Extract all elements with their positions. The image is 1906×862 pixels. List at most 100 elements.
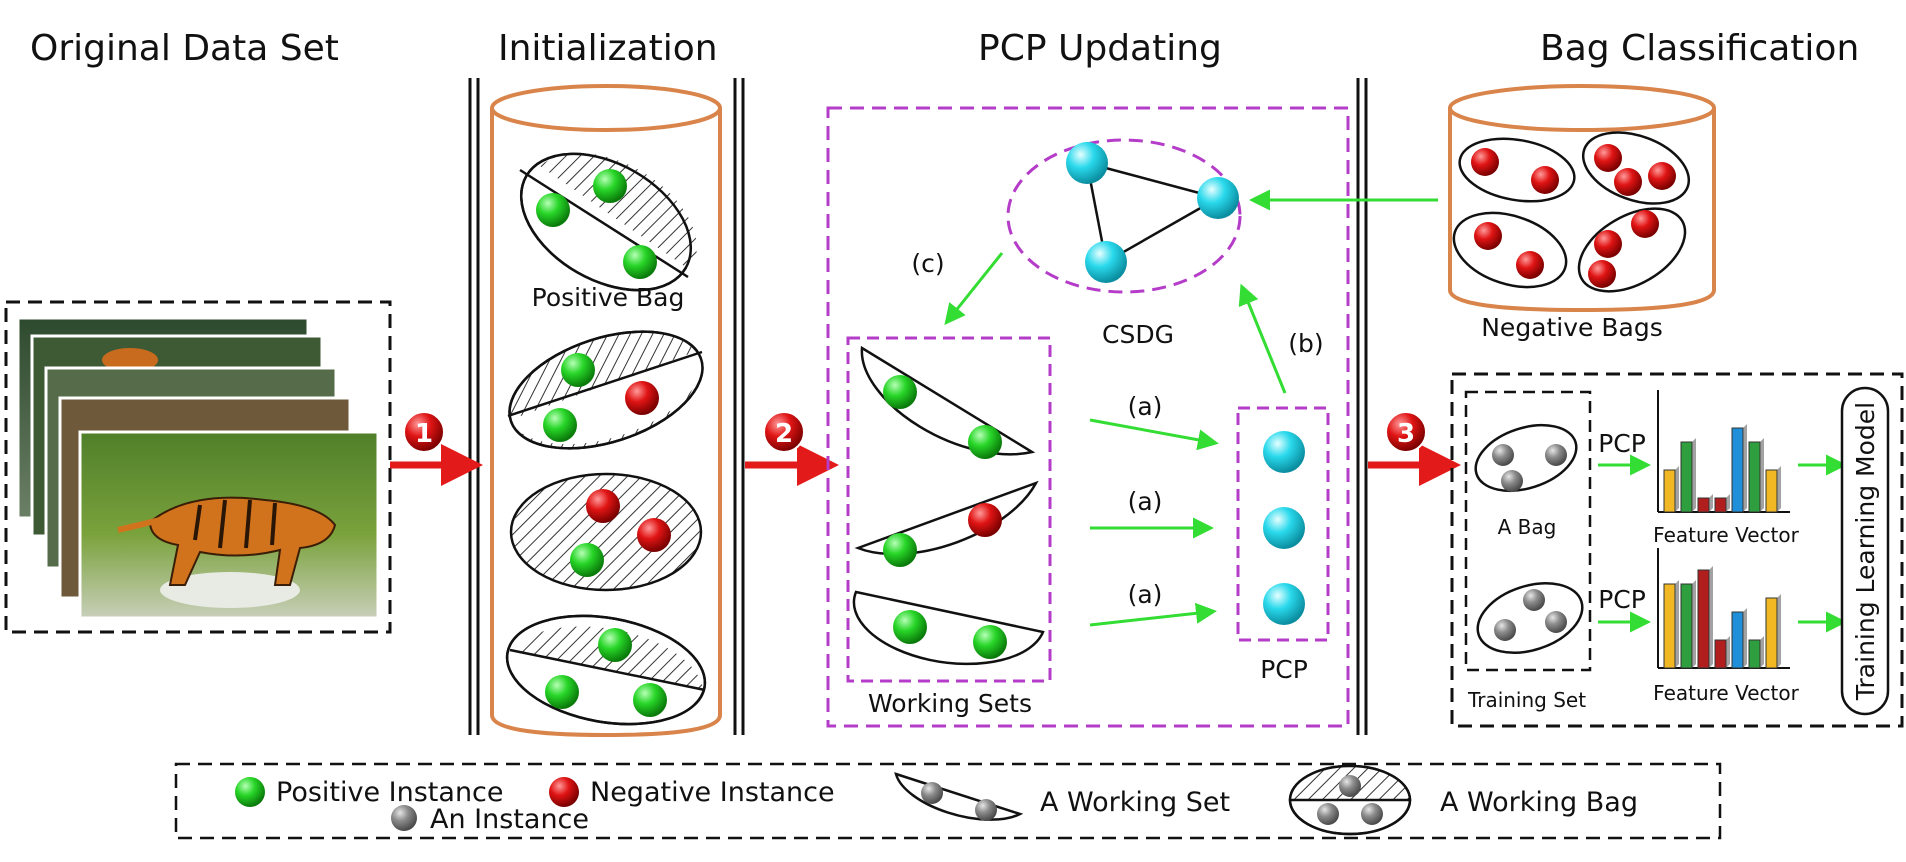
feature-bar — [1697, 497, 1710, 513]
working-sets-label: Working Sets — [868, 689, 1032, 718]
feature-bar-side — [1709, 494, 1713, 512]
arrow-c-label: (c) — [911, 249, 944, 278]
image-stack — [16, 316, 380, 620]
feature-vector-label-1: Feature Vector — [1653, 523, 1799, 547]
positive-bag-4 — [505, 614, 707, 726]
arrow-a-label-3: (a) — [1128, 580, 1163, 609]
csdg-graph — [1006, 138, 1242, 294]
a-bag — [1474, 424, 1578, 492]
step-1-number: 1 — [415, 419, 433, 449]
positive-bag-label: Positive Bag — [532, 283, 685, 312]
csdg-node — [1066, 142, 1108, 184]
feature-bar-side — [1692, 438, 1696, 512]
csdg-label: CSDG — [1102, 320, 1174, 349]
negative-bags-label: Negative Bags — [1481, 313, 1663, 342]
arrow-c — [944, 252, 1004, 326]
original-data-set — [4, 300, 392, 634]
positive-bag-1 — [519, 152, 697, 292]
feature-bar-side — [1777, 594, 1781, 668]
csdg-node — [1085, 241, 1127, 283]
legend-positive: Positive Instance — [276, 777, 504, 808]
training-model-label: Training Learning Model — [1851, 402, 1880, 701]
pcp-arrow-label-1: PCP — [1598, 429, 1646, 458]
feature-bar-side — [1675, 580, 1679, 668]
step-arrow-1: 1 — [390, 411, 483, 486]
legend-working-bag: A Working Bag — [1440, 787, 1638, 818]
step-2-number: 2 — [775, 419, 793, 449]
feature-bar — [1680, 441, 1693, 513]
header-original: Original Data Set — [30, 28, 339, 69]
feature-bar — [1680, 583, 1693, 669]
feature-bar-side — [1743, 424, 1747, 512]
feature-bar-side — [1692, 580, 1696, 668]
feature-bar — [1765, 597, 1778, 669]
training-set-box — [1464, 390, 1592, 672]
separator-3 — [1356, 78, 1368, 735]
arrow-a-label-1: (a) — [1128, 392, 1163, 421]
legend-instance: An Instance — [430, 804, 589, 835]
feature-bar-side — [1760, 438, 1764, 512]
header-bag-classification: Bag Classification — [1540, 28, 1859, 69]
feature-bar — [1748, 639, 1761, 669]
negative-bag — [1581, 131, 1691, 205]
arrow-a-label-2: (a) — [1128, 487, 1163, 516]
feature-bar-side — [1726, 636, 1730, 668]
feature-bar — [1731, 611, 1744, 669]
legend-negative-swatch — [549, 777, 579, 807]
legend-negative: Negative Instance — [590, 777, 835, 808]
prototype-node — [1263, 431, 1305, 473]
feature-bar-side — [1743, 608, 1747, 668]
legend-positive-swatch — [235, 777, 265, 807]
pcp-arrow-label-2: PCP — [1598, 585, 1646, 614]
separator-2 — [733, 78, 745, 735]
csdg-node — [1197, 177, 1239, 219]
positive-bag-2 — [507, 330, 704, 450]
working-set-1 — [860, 345, 1036, 459]
working-set-3 — [852, 590, 1045, 666]
working-set-2 — [854, 480, 1039, 567]
feature-bar-side — [1777, 466, 1781, 512]
negative-bag — [1452, 211, 1568, 289]
negative-bag — [1577, 207, 1687, 293]
feature-bar — [1714, 497, 1727, 513]
feature-bar — [1714, 639, 1727, 669]
legend-working-set: A Working Set — [1040, 787, 1230, 818]
legend: Positive Instance Negative Instance An I… — [174, 762, 1722, 840]
feature-bar — [1697, 569, 1710, 669]
feature-vector-chart-2 — [1657, 548, 1790, 669]
arrows-a — [1089, 418, 1219, 627]
step-arrow-2: 2 — [745, 411, 839, 486]
working-sets — [846, 336, 1052, 683]
feature-bar-side — [1760, 636, 1764, 668]
separator-1 — [468, 78, 480, 735]
step-arrow-3: 3 — [1368, 411, 1461, 486]
pcp-label: PCP — [1260, 655, 1308, 684]
negative-bags-cylinder — [1448, 84, 1716, 313]
header-initialization: Initialization — [498, 28, 718, 69]
initialization-cylinder: Positive Bag — [490, 84, 722, 738]
feature-vector-chart-1 — [1657, 390, 1790, 513]
feature-bar — [1663, 469, 1676, 513]
feature-bar-side — [1726, 494, 1730, 512]
a-bag-label: A Bag — [1498, 515, 1557, 539]
feature-vector-label-2: Feature Vector — [1653, 681, 1799, 705]
training-set-label: Training Set — [1467, 688, 1586, 712]
step-3-number: 3 — [1397, 419, 1415, 449]
positive-bag-3 — [509, 472, 703, 592]
pcp-updating-region — [826, 106, 1350, 728]
training-bag — [1476, 582, 1584, 654]
legend-instance-swatch — [391, 805, 417, 831]
training-model-box — [1840, 386, 1890, 716]
negative-bag — [1458, 137, 1576, 203]
feature-bar-side — [1675, 466, 1679, 512]
pcp-box — [1236, 406, 1330, 642]
prototype-node — [1263, 507, 1305, 549]
legend-working-bag-swatch — [1288, 764, 1412, 836]
feature-bar — [1748, 441, 1761, 513]
feature-bar — [1663, 583, 1676, 669]
feature-bar — [1765, 469, 1778, 513]
arrow-b-label: (b) — [1288, 329, 1323, 358]
header-pcp-updating: PCP Updating — [978, 28, 1222, 69]
arrow-b — [1238, 283, 1287, 394]
